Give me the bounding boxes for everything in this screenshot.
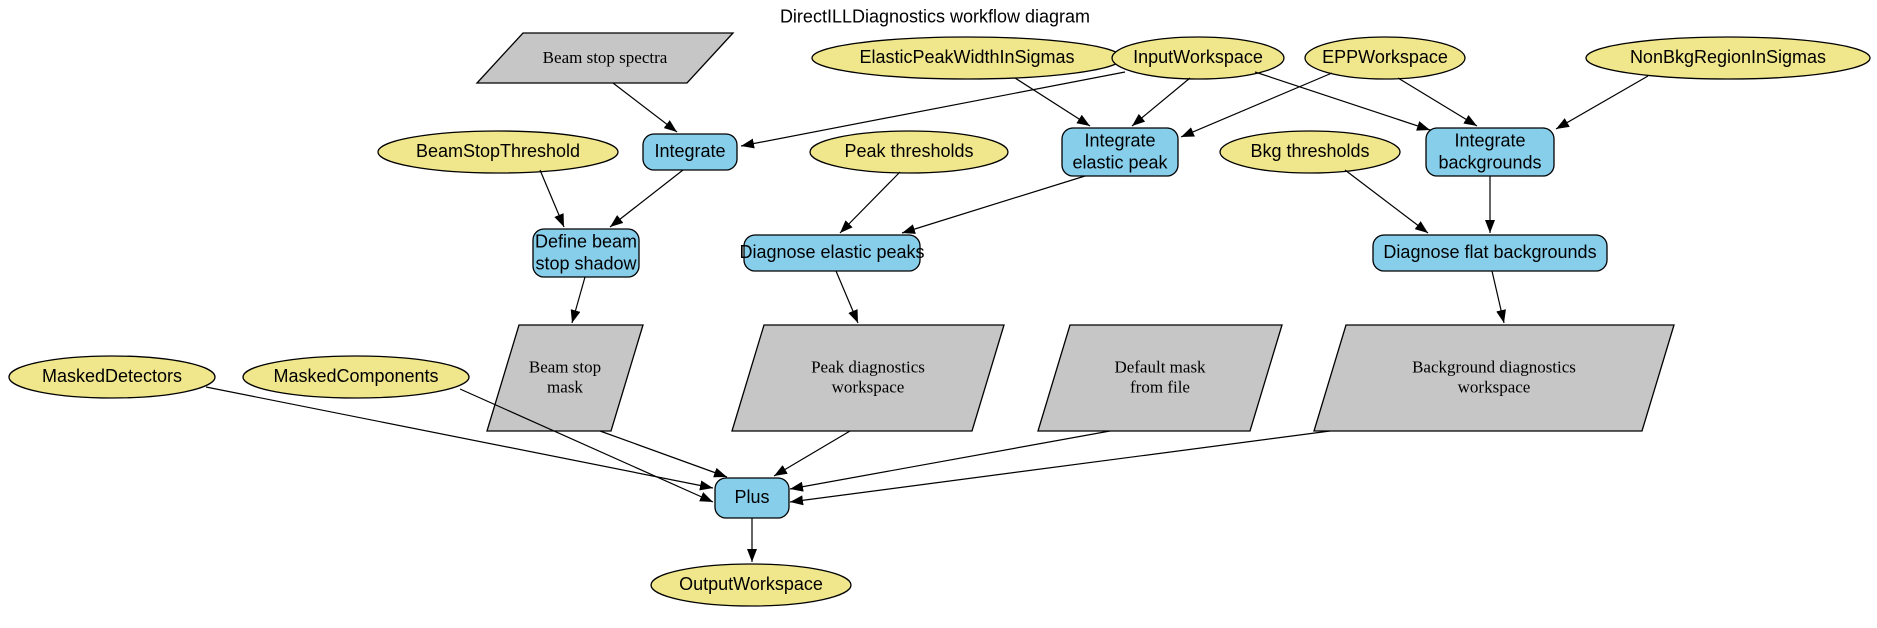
node-beam-stop-mask xyxy=(486,324,644,432)
node-background-diagnostics-workspace xyxy=(1313,324,1675,432)
node-integrate xyxy=(642,133,738,171)
edge-integrate-to-define-beam-stop-shadow xyxy=(609,169,684,228)
node-plus xyxy=(714,477,790,519)
edge-input-workspace-to-integrate-backgrounds xyxy=(1254,71,1431,131)
diagram-title: DirectILLDiagnostics workflow diagram xyxy=(779,6,1091,27)
edge-input-workspace-to-integrate-elastic-peak xyxy=(1131,77,1191,127)
edge-beam-stop-threshold-to-define-beam-stop-shadow xyxy=(539,169,565,228)
edge-input-workspace-to-integrate xyxy=(740,71,1126,149)
node-define-beam-stop-shadow xyxy=(532,228,640,278)
node-peak-diagnostics-workspace xyxy=(731,324,1005,432)
edge-elastic-peak-width-in-sigmas-to-integrate-elastic-peak xyxy=(1014,77,1091,127)
node-default-mask-from-file xyxy=(1037,324,1283,432)
node-diagnose-elastic-peaks xyxy=(743,234,921,272)
node-elastic-peak-width-in-sigmas xyxy=(811,36,1123,80)
edge-epp-workspace-to-integrate-elastic-peak xyxy=(1180,72,1333,138)
edge-define-beam-stop-shadow-to-beam-stop-mask xyxy=(570,276,586,324)
edge-masked-components-to-plus xyxy=(459,388,714,503)
node-output-workspace xyxy=(650,563,852,607)
node-masked-detectors xyxy=(8,355,216,399)
edge-bkg-thresholds-to-diagnose-flat-backgrounds xyxy=(1344,169,1429,234)
edge-peak-diagnostics-workspace-to-plus xyxy=(773,430,851,477)
edge-beam-stop-mask-to-plus xyxy=(599,430,728,478)
edge-diagnose-flat-backgrounds-to-background-diagnostics-workspace xyxy=(1491,270,1506,324)
edge-integrate-elastic-peak-to-diagnose-elastic-peaks xyxy=(901,175,1086,234)
node-input-workspace xyxy=(1111,36,1285,80)
node-integrate-backgrounds xyxy=(1425,127,1555,177)
edge-beam-stop-spectra-to-integrate xyxy=(612,82,678,133)
edge-epp-workspace-to-integrate-backgrounds xyxy=(1397,77,1478,127)
node-non-bkg-region-in-sigmas xyxy=(1585,36,1871,80)
edge-diagnose-elastic-peaks-to-peak-diagnostics-workspace xyxy=(835,270,859,324)
node-masked-components xyxy=(242,355,470,399)
node-beam-stop-threshold xyxy=(377,130,619,174)
node-epp-workspace xyxy=(1304,36,1466,80)
node-diagnose-flat-backgrounds xyxy=(1372,234,1608,272)
edge-masked-detectors-to-plus xyxy=(205,386,714,491)
node-integrate-elastic-peak xyxy=(1061,127,1179,177)
node-peak-thresholds xyxy=(809,130,1009,174)
node-bkg-thresholds xyxy=(1219,130,1401,174)
edge-default-mask-from-file-to-plus xyxy=(789,430,1111,492)
edge-background-diagnostics-workspace-to-plus xyxy=(789,430,1331,506)
edge-non-bkg-region-in-sigmas-to-integrate-backgrounds xyxy=(1555,75,1649,130)
edge-peak-thresholds-to-diagnose-elastic-peaks xyxy=(839,171,901,234)
node-beam-stop-spectra xyxy=(475,32,735,84)
